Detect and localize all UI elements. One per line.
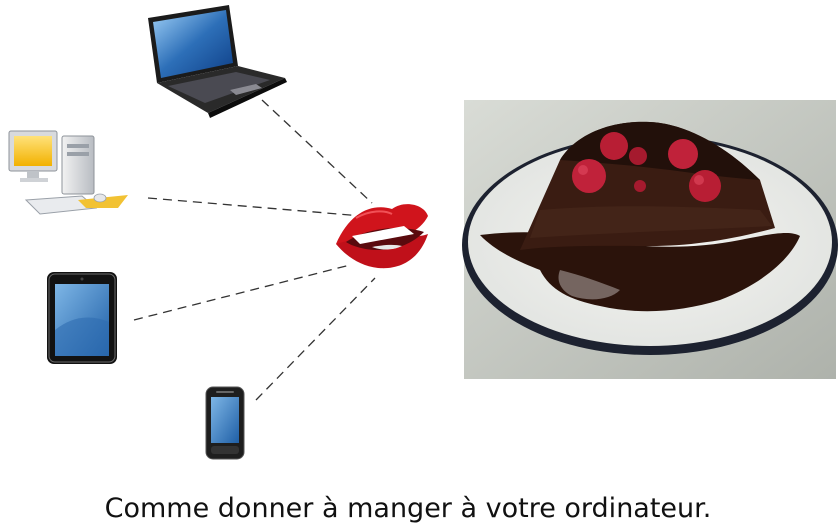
- edge-laptop-mouth: [261, 99, 373, 204]
- chocolate-cake-photo: [462, 100, 838, 379]
- desktop-computer-icon: [8, 130, 128, 215]
- edge-smartphone-mouth: [255, 277, 376, 401]
- lips-mouth-icon: [336, 204, 428, 269]
- tablet-icon: [47, 272, 117, 364]
- connector-lines: [133, 99, 376, 401]
- smartphone-icon: [205, 386, 245, 460]
- edge-tablet-mouth: [133, 264, 351, 321]
- caption: Comme donner à manger à votre ordinateur…: [105, 493, 712, 524]
- laptop-icon: [148, 5, 287, 118]
- edge-desktop-mouth: [147, 197, 363, 217]
